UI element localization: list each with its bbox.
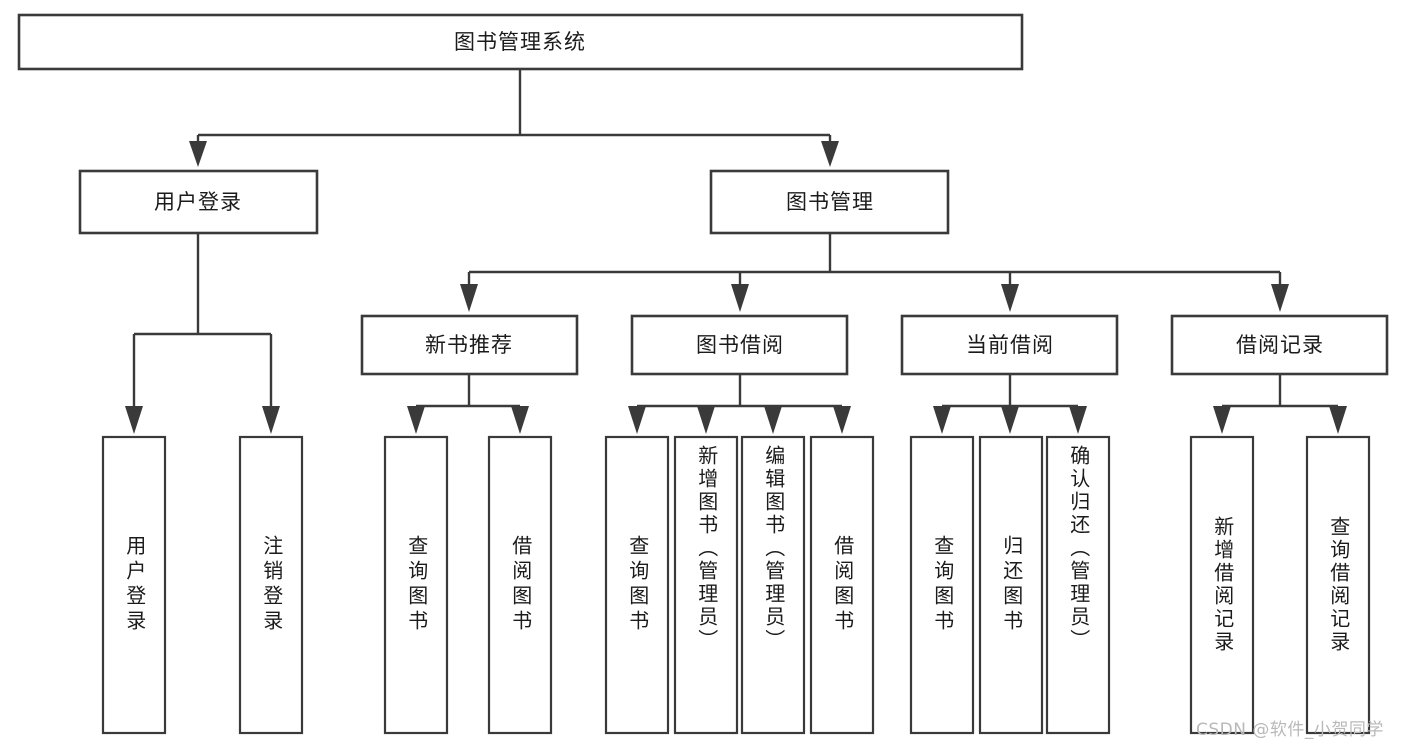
arrow-to-leaf-confirm-return <box>1069 406 1087 434</box>
arrow-to-borrow-record <box>1271 284 1289 312</box>
csdn-watermark: CSDN @软件_小贺同学 <box>1196 720 1384 740</box>
leaf-box-return-book[interactable] <box>978 435 1044 735</box>
user-login-label: 用户登录 <box>154 190 242 214</box>
current-borrow-box[interactable] <box>900 314 1119 376</box>
leaf-box-edit-book[interactable] <box>740 435 806 735</box>
arrow-to-leaf-add-record <box>1213 406 1231 434</box>
book-management-label: 图书管理 <box>786 190 874 214</box>
arrow-to-new-book-recommend <box>460 284 478 312</box>
leaf-box-query-book-1[interactable] <box>383 435 449 735</box>
leaf-box-borrow-book-2[interactable] <box>809 435 875 735</box>
arrow-to-leaf-query-record <box>1329 406 1347 434</box>
arrow-to-leaf-return-book <box>1001 406 1019 434</box>
node-borrow-record[interactable]: 借阅记录 <box>1170 314 1389 376</box>
arrow-to-leaf-user-logout <box>262 406 280 434</box>
node-new-book-recommend[interactable]: 新书推荐 <box>360 314 579 376</box>
book-borrow-label: 图书借阅 <box>696 333 784 357</box>
current-borrow-label: 当前借阅 <box>966 333 1054 357</box>
leaf-box-user-logout[interactable] <box>238 435 304 735</box>
arrow-to-leaf-query-book-1 <box>407 406 425 434</box>
arrow-to-book-management <box>821 141 839 167</box>
node-book-borrow[interactable]: 图书借阅 <box>630 314 849 376</box>
arrow-to-current-borrow <box>1001 284 1019 312</box>
book-management-box[interactable] <box>709 169 950 235</box>
node-root[interactable]: 图书管理系统 <box>17 13 1024 71</box>
leaf-box-confirm-return[interactable] <box>1045 435 1111 735</box>
arrow-to-book-borrow <box>731 284 749 312</box>
node-book-management[interactable]: 图书管理 <box>709 169 950 235</box>
leaf-box-query-book-3[interactable] <box>909 435 975 735</box>
arrow-to-leaf-borrow-book-1 <box>511 406 529 434</box>
node-current-borrow[interactable]: 当前借阅 <box>900 314 1119 376</box>
arrow-to-leaf-add-book <box>697 406 715 434</box>
arrow-to-leaf-user-login <box>125 406 143 434</box>
leaf-box-user-login[interactable] <box>101 435 167 735</box>
leaf-box-add-book[interactable] <box>673 435 739 735</box>
arrow-to-user-login <box>189 141 207 167</box>
leaf-box-query-book-2[interactable] <box>604 435 670 735</box>
arrow-to-leaf-edit-book <box>764 406 782 434</box>
root-box[interactable] <box>17 13 1024 71</box>
borrow-record-box[interactable] <box>1170 314 1389 376</box>
arrow-to-leaf-borrow-book-2 <box>833 406 851 434</box>
leaf-box-borrow-book-1[interactable] <box>487 435 553 735</box>
root-label: 图书管理系统 <box>454 30 586 54</box>
book-borrow-box[interactable] <box>630 314 849 376</box>
arrow-to-leaf-query-book-2 <box>628 406 646 434</box>
arrow-to-leaf-query-book-3 <box>933 406 951 434</box>
leaf-box-add-record[interactable] <box>1189 435 1255 735</box>
borrow-record-label: 借阅记录 <box>1236 333 1324 357</box>
new-book-recommend-label: 新书推荐 <box>425 333 513 357</box>
new-book-recommend-box[interactable] <box>360 314 579 376</box>
leaf-box-query-record[interactable] <box>1305 435 1371 735</box>
node-user-login[interactable]: 用户登录 <box>78 169 319 235</box>
